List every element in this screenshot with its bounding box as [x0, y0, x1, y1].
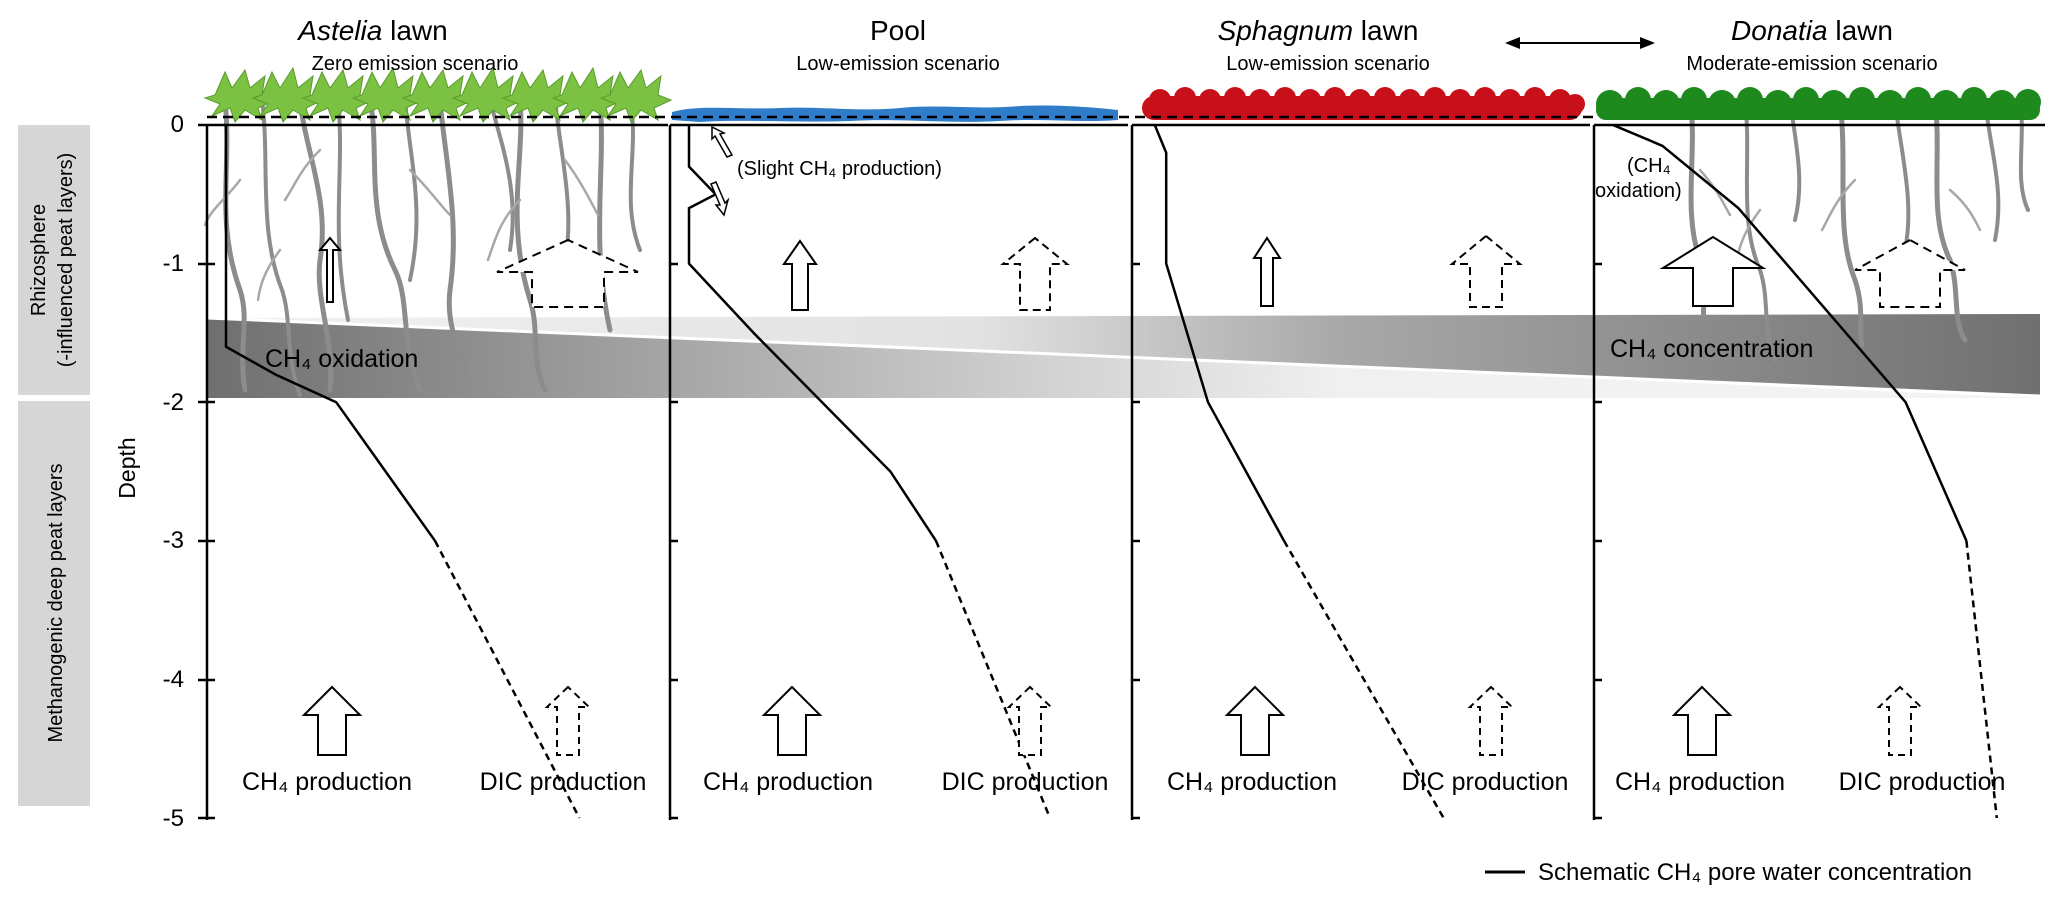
- zone-sidebar: Rhizosphere (-influenced peat layers) Me…: [18, 125, 90, 806]
- astelia-ch4-up-arrow-icon: [317, 236, 343, 303]
- deep-zone-bar: [18, 401, 90, 806]
- deep-arrows: [301, 685, 1924, 756]
- donatia-ch4-production-arrow-icon: [1671, 685, 1733, 756]
- astelia-ch4-production-label: CH₄ production: [242, 768, 412, 796]
- donatia-dic-production-label: DIC production: [1839, 768, 2006, 796]
- pool-dic-production-label: DIC production: [942, 768, 1109, 796]
- sphagnum-ch4-profile-solid: [1153, 124, 1286, 542]
- astelia-dic-production-label: DIC production: [480, 768, 647, 796]
- astelia-vegetation: [203, 66, 673, 123]
- donatia-ch4-up-arrow-icon: [1659, 235, 1767, 307]
- donatia-oxidation-label-1: (CH₄: [1627, 155, 1671, 177]
- sphagnum-dic-production-label: DIC production: [1402, 768, 1569, 796]
- donatia-vegetation: [1596, 87, 2041, 120]
- sphagnum-ch4-profile-dashed: [1282, 540, 1445, 819]
- scenario-sphagnum: Low-emission scenario: [1226, 53, 1429, 75]
- band-divider-line: [206, 316, 2041, 398]
- depth-axis-label: Depth: [114, 437, 140, 498]
- sphagnum-ch4-production-label: CH₄ production: [1167, 768, 1337, 796]
- tick-label-1: -1: [163, 250, 184, 277]
- tick-label-0: 0: [171, 111, 184, 138]
- astelia-dic-production-arrow-icon: [544, 685, 592, 756]
- sphagnum-ch4-up-arrow-icon: [1252, 236, 1282, 307]
- donatia-dic-production-arrow-icon: [1876, 685, 1924, 756]
- title-sphagnum: Sphagnum lawn: [1218, 15, 1419, 46]
- frame-pool: [668, 123, 1128, 820]
- tick-label-2: -2: [163, 389, 184, 416]
- pool-ch4-production-arrow-icon: [761, 685, 823, 756]
- production-labels: CH₄ production DIC production CH₄ produc…: [242, 768, 2005, 796]
- astelia-dic-up-arrow-icon: [496, 238, 639, 308]
- sphagnum-ch4-production-arrow-icon: [1224, 685, 1286, 756]
- donatia-ch4-production-label: CH₄ production: [1615, 768, 1785, 796]
- scenario-pool: Low-emission scenario: [796, 53, 999, 75]
- rhizosphere-zone-bar: [18, 125, 90, 395]
- donatia-ch4-profile-solid: [1612, 123, 1968, 542]
- pool-ch4-production-label: CH₄ production: [703, 768, 873, 796]
- tick-label-3: -3: [163, 527, 184, 554]
- ch4-concentration-label: CH₄ concentration: [1610, 335, 1813, 363]
- title-donatia: Donatia lawn: [1731, 15, 1893, 46]
- ch4-profiles: [224, 123, 1999, 819]
- astelia-ch4-profile-solid: [224, 125, 437, 542]
- pool-ch4-profile-dashed: [934, 540, 1052, 819]
- frame-sphagnum: [1130, 123, 1590, 820]
- title-pool: Pool: [870, 15, 926, 46]
- title-astelia: Astelia lawn: [296, 15, 447, 46]
- pool-ch4-up-arrow-icon: [782, 239, 818, 311]
- rhizosphere-arrows: [317, 234, 1966, 311]
- pool-ch4-profile-solid: [687, 125, 938, 542]
- sphagnum-dic-production-arrow-icon: [1467, 685, 1515, 756]
- sphagnum-vegetation: [1142, 87, 1585, 120]
- astelia-ch4-production-arrow-icon: [301, 685, 363, 756]
- legend-label: Schematic CH₄ pore water concentration: [1538, 859, 1972, 886]
- pool-slight-arrows: [710, 125, 734, 217]
- rhizosphere-label-line1: Rhizosphere: [28, 204, 50, 316]
- rhizosphere-label-line2: (-influenced peat layers): [55, 153, 77, 368]
- deep-zone-label: Methanogenic deep peat layers: [45, 463, 67, 742]
- tick-label-5: -5: [163, 805, 184, 832]
- depth-tick-labels: 0 -1 -2 -3 -4 -5: [163, 111, 184, 832]
- sphagnum-dic-up-arrow-icon: [1449, 234, 1523, 308]
- scenario-donatia: Moderate-emission scenario: [1686, 53, 1937, 75]
- pool-dic-up-arrow-icon: [1000, 236, 1070, 311]
- slight-production-label: (Slight CH₄ production): [737, 158, 942, 180]
- frame-astelia: [198, 123, 668, 820]
- pool-water: [672, 105, 1118, 122]
- ch4-oxidation-label: CH₄ oxidation: [265, 345, 418, 373]
- pool-dic-production-arrow-icon: [1006, 685, 1054, 756]
- slight-down-arrow-icon: [710, 181, 730, 217]
- donatia-oxidation-label-2: oxidation): [1595, 180, 1682, 202]
- astelia-ch4-profile-dashed: [433, 540, 581, 819]
- panel-frames: [198, 123, 2045, 820]
- slight-up-arrow-icon: [711, 125, 734, 158]
- transition-band: [206, 314, 2041, 398]
- panel-titles: Astelia lawn Zero emission scenario Pool…: [296, 15, 1937, 75]
- donatia-dic-up-arrow-icon: [1854, 238, 1966, 308]
- comparison-double-arrow: [1505, 37, 1655, 49]
- donatia-ch4-profile-dashed: [1965, 540, 1999, 819]
- legend: Schematic CH₄ pore water concentration: [1485, 859, 1972, 886]
- frame-donatia: [1592, 123, 2045, 820]
- tick-label-4: -4: [163, 666, 184, 693]
- astelia-roots: [203, 97, 642, 397]
- scenario-astelia: Zero emission scenario: [312, 53, 519, 75]
